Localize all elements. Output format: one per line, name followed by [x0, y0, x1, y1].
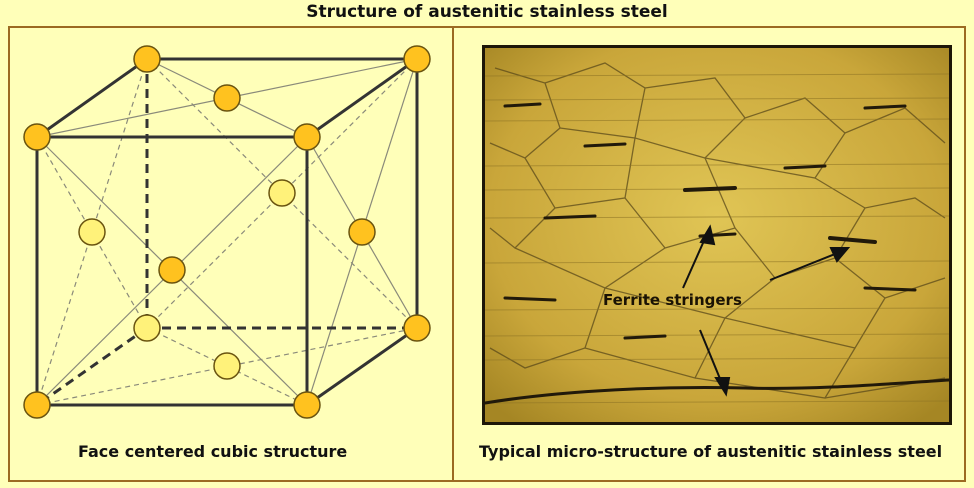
- face-center-atom: [348, 218, 376, 246]
- figure-title: Structure of austenitic stainless steel: [306, 2, 668, 22]
- corner-atom: [133, 45, 161, 73]
- corner-atom: [293, 391, 321, 419]
- figure-frame: [8, 26, 966, 482]
- corner-atom: [403, 314, 431, 342]
- corner-atom: [293, 123, 321, 151]
- corner-atom: [23, 391, 51, 419]
- face-center-atom: [268, 179, 296, 207]
- fcc-unit-cell-diagram: [23, 45, 431, 419]
- face-center-atom: [78, 218, 106, 246]
- face-center-atom: [158, 256, 186, 284]
- face-center-atom: [213, 352, 241, 380]
- ferrite-stringers-label: Ferrite stringers: [603, 291, 742, 309]
- micrograph-texture: [485, 48, 949, 422]
- corner-atom: [133, 314, 161, 342]
- corner-atom: [403, 45, 431, 73]
- microstructure-caption: Typical micro-structure of austenitic st…: [479, 442, 943, 461]
- panel-divider: [452, 26, 454, 482]
- fcc-caption: Face centered cubic structure: [78, 442, 348, 461]
- micrograph-image: Ferrite stringers: [482, 45, 952, 425]
- face-center-atom: [213, 84, 241, 112]
- corner-atom: [23, 123, 51, 151]
